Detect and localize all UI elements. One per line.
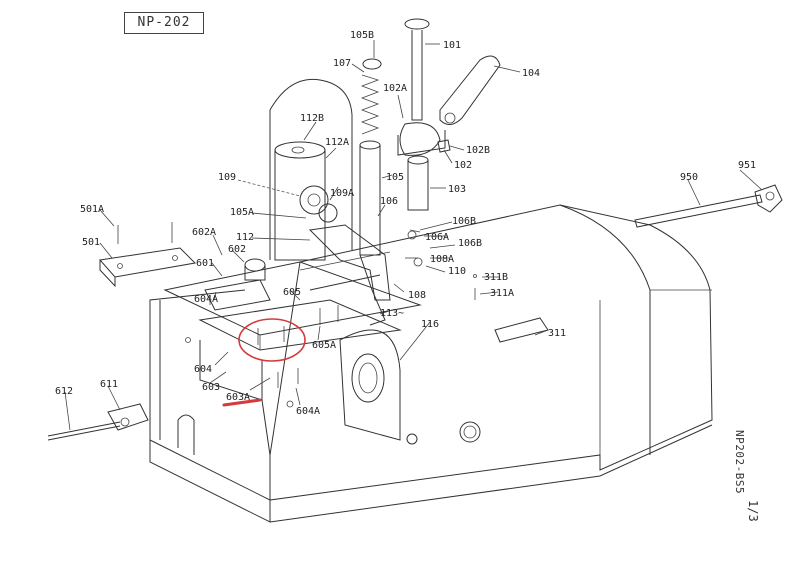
model-number-box: NP-202 <box>124 12 204 34</box>
callout-104: 104 <box>522 68 540 79</box>
callout-102a: 102A <box>383 83 407 94</box>
callout-604a-bottom: 604A <box>296 406 320 417</box>
column-assembly <box>269 58 391 326</box>
small-screws <box>209 229 477 388</box>
callout-101: 101 <box>443 40 461 51</box>
bracket-501 <box>99 222 197 288</box>
callout-612: 612 <box>55 386 73 397</box>
callout-112b: 112B <box>300 113 324 124</box>
callout-102b: 102B <box>466 145 490 156</box>
callout-116: 116 <box>421 319 439 330</box>
callout-108a: 108A <box>430 254 454 265</box>
callout-108: 108 <box>408 290 426 301</box>
page-number: 1/3 <box>746 500 760 522</box>
plate-311 <box>494 317 549 343</box>
leader-lines <box>64 40 763 431</box>
rod-611-612 <box>47 403 149 441</box>
callout-106b-lower: 106B <box>458 238 482 249</box>
callout-311b: 311B <box>484 272 508 283</box>
callout-109a: 109A <box>330 188 354 199</box>
callout-311: 311 <box>548 328 566 339</box>
callout-501: 501 <box>82 237 100 248</box>
knob-602-assembly <box>204 258 271 311</box>
callout-106: 106 <box>380 196 398 207</box>
sheet-code-label: NP202-BS5 <box>733 430 746 495</box>
callout-110: 110 <box>448 266 466 277</box>
highlight-circle <box>238 318 306 362</box>
callout-112: 112 <box>236 232 254 243</box>
callout-611: 611 <box>100 379 118 390</box>
callout-604: 604 <box>194 364 212 375</box>
callout-951: 951 <box>738 160 756 171</box>
callout-103: 103 <box>448 184 466 195</box>
callout-109: 109 <box>218 172 236 183</box>
callout-105b: 105B <box>350 30 374 41</box>
callout-311a: 311A <box>490 288 514 299</box>
callout-112a: 112A <box>325 137 349 148</box>
callout-labels: 105B 101 107 104 102A 112B 112A 102B 102… <box>55 30 756 417</box>
callout-107: 107 <box>333 58 351 69</box>
callout-602: 602 <box>228 244 246 255</box>
callout-105a: 105A <box>230 207 254 218</box>
callout-603: 603 <box>202 382 220 393</box>
callout-605a: 605A <box>312 340 336 351</box>
callout-113: 113~ <box>380 308 404 319</box>
highlight-underline <box>222 398 262 407</box>
callout-602a: 602A <box>192 227 216 238</box>
callout-501a: 501A <box>80 204 104 215</box>
callout-105: 105 <box>386 172 404 183</box>
top-arm-assembly <box>397 18 501 211</box>
callout-603a: 603A <box>226 392 250 403</box>
callout-950: 950 <box>680 172 698 183</box>
callout-601: 601 <box>196 258 214 269</box>
callout-106a: 106A <box>425 232 449 243</box>
callout-102: 102 <box>454 160 472 171</box>
callout-106b-upper: 106B <box>452 216 476 227</box>
callout-605: 605 <box>283 287 301 298</box>
callout-604a-top: 604A <box>194 294 218 305</box>
shaft-950-assembly <box>634 184 783 228</box>
